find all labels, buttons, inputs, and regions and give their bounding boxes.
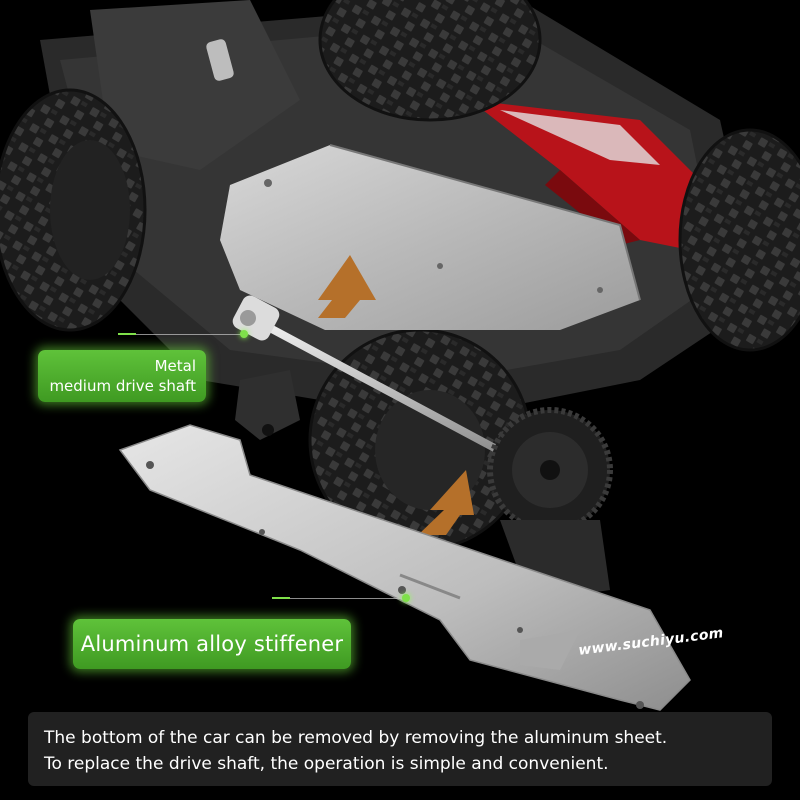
chassis-skid-plate <box>220 144 641 330</box>
upper-arrow-icon <box>318 255 376 318</box>
stiffener-label: Aluminum alloy stiffener <box>73 619 351 669</box>
drive-shaft-leader <box>118 330 248 338</box>
shaft-bracket <box>235 370 300 440</box>
caption-box: The bottom of the car can be removed by … <box>28 712 772 786</box>
lower-arrow-icon <box>418 470 474 535</box>
drive-shaft-label: Metal medium drive shaft <box>38 350 206 402</box>
spur-gear <box>487 407 613 533</box>
caption-line2: To replace the drive shaft, the operatio… <box>44 754 609 774</box>
rear-left-tire <box>0 88 147 332</box>
drive-shaft-label-line2: medium drive shaft <box>49 377 196 395</box>
center-tire <box>308 328 532 552</box>
drive-shaft-label-line1: Metal <box>154 357 196 375</box>
caption-line1: The bottom of the car can be removed by … <box>44 728 668 748</box>
stiffener-leader <box>272 594 410 602</box>
aluminum-stiffener-plate <box>118 424 691 711</box>
right-tire <box>678 128 800 352</box>
front-top-tire <box>318 0 542 122</box>
